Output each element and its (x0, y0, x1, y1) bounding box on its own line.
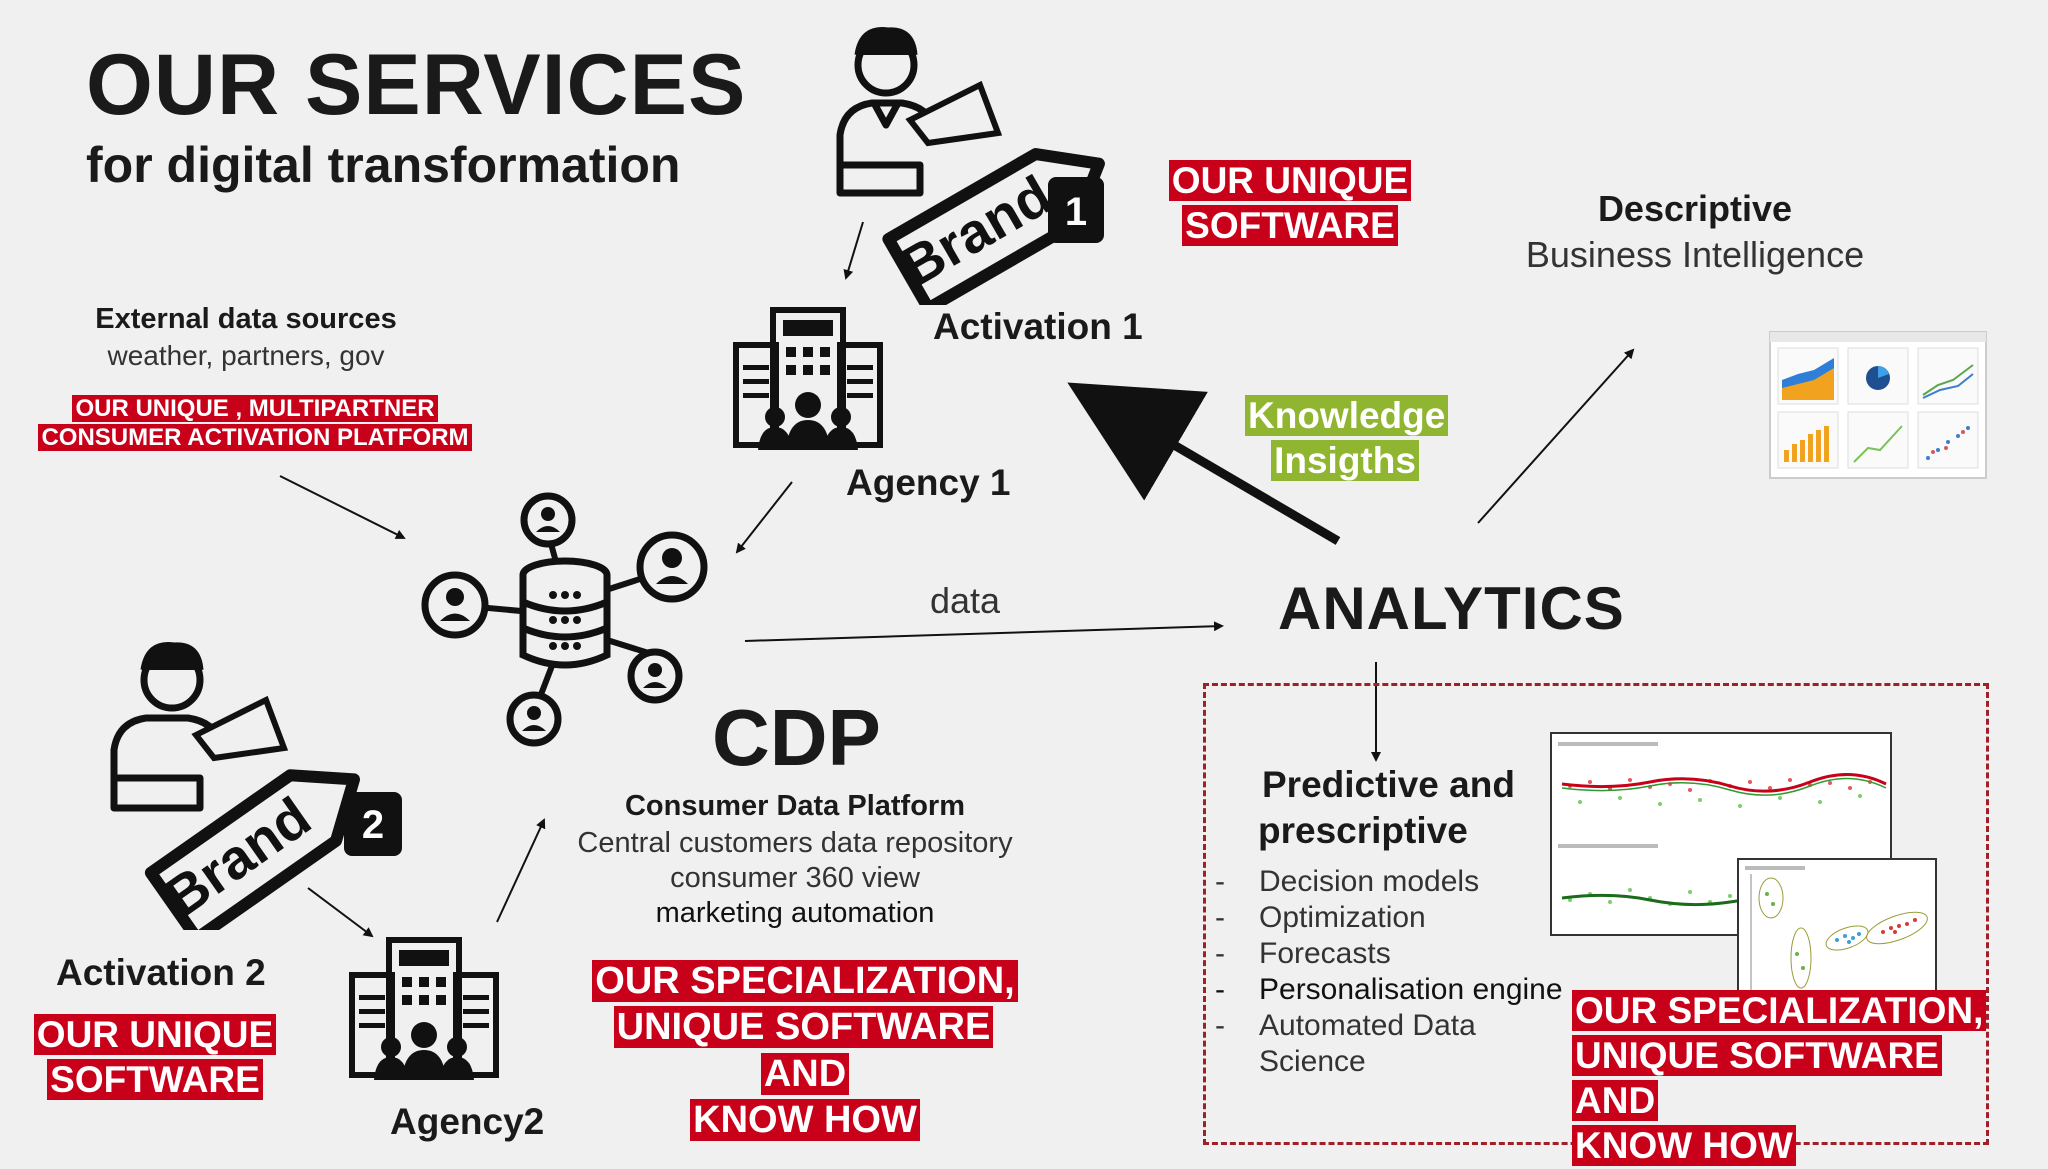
list-item: -Optimization (1215, 901, 1426, 934)
cluster-chart-thumbnail (1737, 858, 1937, 1006)
brand2-badge-line-1: OUR UNIQUE (33, 1014, 277, 1055)
brand1-activation: Activation 1 (933, 306, 1143, 347)
arrow-analytics-to-descriptive (1477, 348, 1635, 524)
brand1-badge: OUR UNIQUE SOFTWARE (1160, 158, 1420, 248)
cdp-line-2: consumer 360 view (670, 862, 920, 894)
brand1-badge-line-1: OUR UNIQUE (1168, 160, 1412, 201)
brand1-badge-line-2: SOFTWARE (1182, 205, 1398, 247)
predictive-heading-line-2: prescriptive (1258, 810, 1468, 851)
cdp-badge-line-1: OUR SPECIALIZATION, (592, 960, 1018, 1002)
page-subtitle: for digital transformation (86, 137, 681, 193)
knowledge-line-2: Insigths (1271, 440, 1419, 482)
bi-dashboard-thumbnail (1769, 331, 1987, 479)
descriptive-sub: Business Intelligence (1525, 234, 1865, 275)
arrow-analytics-to-activation (1067, 382, 1341, 545)
brand2-icon: Brand 2 (110, 642, 402, 930)
cdp-badge-line-3: KNOW HOW (690, 1099, 920, 1142)
cdp-line-1: Central customers data repository (577, 827, 1013, 859)
brand2-badge: OUR UNIQUE SOFTWARE (32, 1012, 278, 1102)
brand1-number: 1 (1065, 190, 1087, 234)
external-badge: OUR UNIQUE , MULTIPARTNER CONSUMER ACTIV… (30, 394, 480, 453)
brand1-icon: Brand 1 (836, 27, 1105, 305)
predictive-heading: Predictive and prescriptive (1258, 762, 1515, 854)
descriptive-heading: Descriptive (1597, 188, 1793, 229)
page-title: OUR SERVICES (86, 37, 747, 133)
cdp-hub-icon (421, 492, 708, 747)
list-item: -Decision models (1215, 865, 1480, 898)
arrow-external-to-cdp (279, 475, 406, 539)
arrow-agency2-to-cdp (496, 818, 546, 923)
arrow-agency1-to-cdp (735, 481, 793, 554)
cdp-title: CDP (712, 693, 881, 782)
list-item: -Personalisation engine (1215, 973, 1563, 1006)
external-badge-line-1: OUR UNIQUE , MULTIPARTNER (72, 395, 438, 422)
external-heading: External data sources (95, 303, 397, 335)
arrow-brand2-to-agency2 (307, 887, 374, 938)
external-sources: External data sources weather, partners,… (36, 303, 456, 372)
predictive-heading-line-1: Predictive and (1262, 764, 1515, 805)
data-flow-label: data (930, 580, 1001, 621)
predictive-badge: OUR SPECIALIZATION, UNIQUE SOFTWARE AND … (1572, 988, 2012, 1169)
cdp-description: Consumer Data Platform Central customers… (560, 790, 1030, 930)
predictive-badge-line-1: OUR SPECIALIZATION, (1572, 990, 1987, 1031)
cdp-bold-line: marketing automation (655, 897, 935, 929)
knowledge-line-1: Knowledge (1245, 395, 1449, 436)
predictive-list: -Decision models -Optimization -Forecast… (1215, 864, 1563, 1080)
brand2-badge-line-2: SOFTWARE (47, 1059, 263, 1101)
arrow-brand1-to-agency1 (843, 221, 864, 280)
list-item: -Forecasts (1215, 937, 1391, 970)
predictive-badge-line-3: KNOW HOW (1572, 1125, 1796, 1167)
predictive-badge-line-2: UNIQUE SOFTWARE AND (1572, 1035, 1942, 1122)
brand2-number: 2 (362, 803, 384, 847)
analytics-title: ANALYTICS (1278, 575, 1625, 642)
cdp-heading: Consumer Data Platform (624, 790, 965, 822)
list-item: -Automated Data (1215, 1009, 1476, 1042)
external-badge-line-2: CONSUMER ACTIVATION PLATFORM (38, 424, 472, 452)
brand2-activation: Activation 2 (56, 952, 266, 993)
external-sub: weather, partners, gov (107, 340, 385, 371)
cdp-badge: OUR SPECIALIZATION, UNIQUE SOFTWARE AND … (570, 958, 1040, 1143)
agency1-building-icon (733, 307, 883, 450)
knowledge-badge: Knowledge Insigths (1245, 393, 1449, 483)
agency2-label: Agency2 (390, 1101, 545, 1142)
agency1-label: Agency 1 (846, 462, 1011, 503)
agency2-building-icon (349, 937, 499, 1080)
arrow-cdp-to-analytics (744, 621, 1224, 642)
descriptive-block: Descriptive Business Intelligence (1490, 188, 1900, 276)
list-item: Science (1259, 1045, 1366, 1078)
